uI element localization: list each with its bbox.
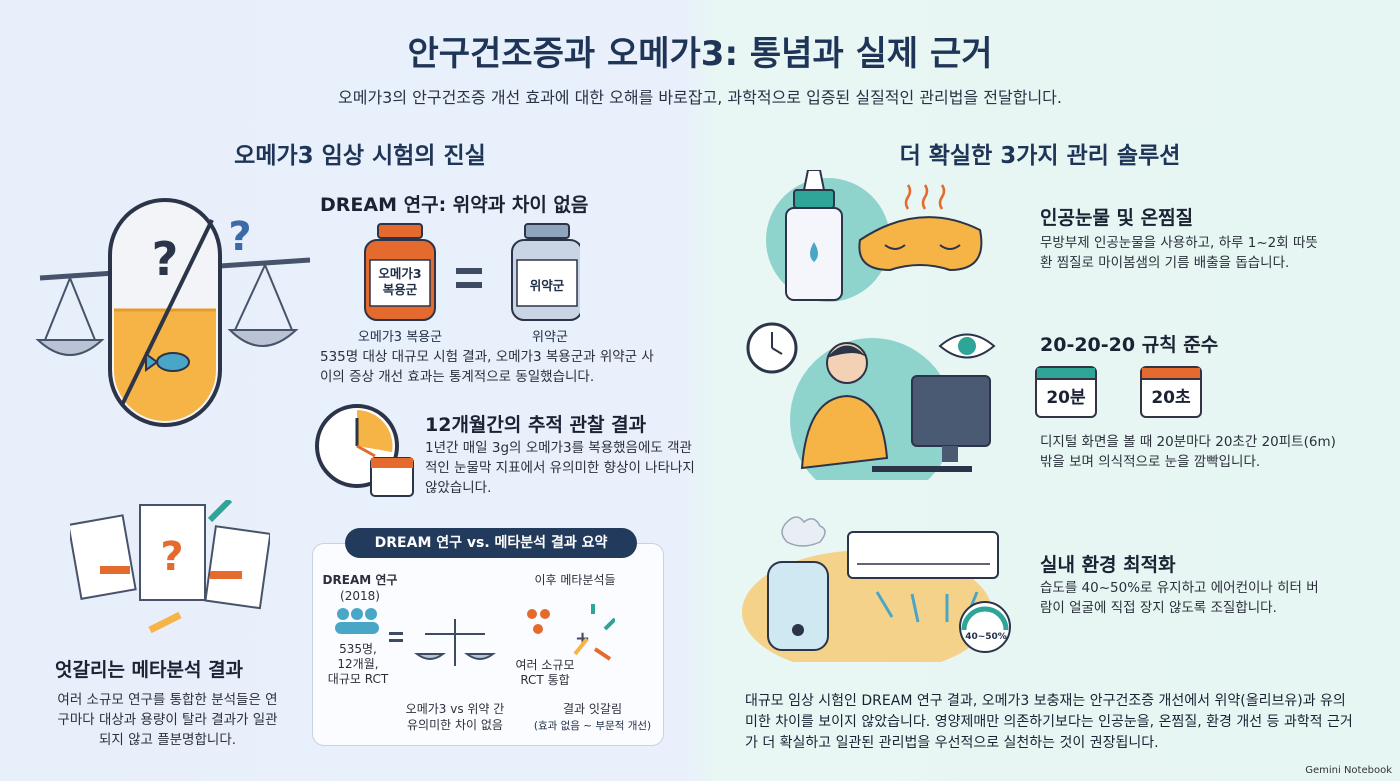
calendar-icon	[370, 457, 414, 497]
sol2-body: 디지털 화면을 볼 때 20분마다 20초간 20피트(6m) 밖을 보며 의식…	[1040, 434, 1336, 470]
humidifier-icon	[767, 516, 829, 651]
right-section-title: 더 확실한 3가지 관리 솔루션	[899, 143, 1181, 169]
summary-pill: DREAM 연구 vs. 메타분석 결과 요약	[345, 528, 637, 558]
summary-dream-year: (2018)	[340, 589, 380, 603]
capsule-scale-illustration: ? ?	[35, 198, 311, 427]
summary-meta-result: 결과 잇갈림	[562, 702, 622, 716]
person-icon	[800, 342, 889, 470]
svg-text:?: ?	[152, 232, 179, 286]
conclusion-text: 대규모 임상 시험인 DREAM 연구 결과, 오메가3 보충재는 안구건조증 …	[745, 693, 1353, 751]
eye-icon	[938, 333, 996, 359]
summary-dream-label: DREAM 연구	[322, 573, 398, 587]
sol2-heading: 20-20-20 규칙 준수	[1040, 334, 1219, 356]
sol1-heading: 인공눈물 및 온찜질	[1040, 207, 1194, 229]
humidity-gauge-label: 40~50%	[965, 632, 1007, 642]
people-group-icon	[527, 609, 550, 634]
twenty-seconds-card: 20초	[1140, 366, 1202, 418]
summary-meta-result-sub: (효과 없음 ~ 부문적 개선)	[533, 720, 652, 732]
page-subtitle: 오메가3의 안구건조증 개선 효과에 대한 오해를 바로잡고, 과학적으로 입증…	[338, 88, 1062, 107]
calendar-icon	[1037, 368, 1095, 380]
sleep-mask-icon	[858, 184, 983, 272]
summary-meta-people: 여러 소규모 RCT 통합	[515, 658, 575, 687]
dream-heading: DREAM 연구: 위약과 차이 없음	[320, 194, 589, 216]
papers-illustration: ?	[70, 500, 270, 634]
placebo-caption: 위약군	[532, 330, 568, 345]
followup-heading: 12개월간의 추적 관찰 결과	[425, 414, 647, 436]
wall-clock-icon	[746, 322, 798, 374]
omega-bottle-icon	[364, 223, 436, 321]
sol3-heading: 실내 환경 최적화	[1040, 554, 1176, 576]
followup-body: 1년간 매일 3g의 오메가3를 복용했음에도 객관적인 눈물막 지표에서 유의…	[425, 440, 695, 496]
summary-dream-people: 535명, 12개월, 대규모 RCT	[327, 642, 389, 686]
placebo-bottle-icon	[511, 223, 580, 321]
sol3-body: 습도를 40~50%로 유지하고 에어컨이나 히터 버람이 얼굴에 직접 장지 …	[1040, 580, 1319, 616]
header: 안구건조증과 오메가3: 통념과 실제 근거 오메가3의 안구건조증 개선 효과…	[0, 0, 1400, 110]
summary-meta-label: 이후 메타분석들	[534, 573, 616, 587]
svg-text:+: +	[575, 628, 590, 649]
eye-drop-bottle-icon	[785, 170, 843, 301]
twenty-minutes-card: 20분	[1035, 366, 1097, 418]
people-icon	[335, 608, 379, 634]
page-title: 안구건조증과 오메가3: 통념과 실제 근거	[407, 34, 993, 74]
eyedrop-mask-illustration	[766, 170, 983, 302]
humidity-gauge-icon	[959, 601, 1011, 653]
summary-dream-result: 오메가3 vs 위약 간 유의미한 차이 없음	[405, 702, 505, 732]
bottles-illustration	[364, 223, 580, 321]
monitor-icon	[872, 375, 991, 472]
clock-calendar-illustration	[315, 404, 414, 497]
left-section-title: 오메가3 임상 시험의 진실	[234, 143, 486, 169]
placebo-bottle-label: 위약군	[529, 278, 565, 293]
brand-label: Gemini Notebook	[1305, 765, 1392, 776]
computer-user-illustration	[746, 322, 996, 480]
meta-heading: 엇갈리는 메타분석 결과	[55, 659, 244, 681]
question-mark-icon: ?	[228, 214, 251, 260]
balance-icon	[414, 619, 496, 666]
sol1-body: 무방부제 인공눈물을 사용하고, 하루 1~2회 따뜻환 찜질로 마이봄샘의 기…	[1040, 235, 1318, 271]
twenty-minutes-label: 20분	[1046, 388, 1086, 408]
omega-caption: 오메가3 복용군	[357, 330, 443, 345]
summary-box	[312, 543, 664, 746]
meta-body: 여러 소규모 연구를 통합한 분석들은 연구마다 대상과 용량이 탈라 결과가 …	[57, 692, 278, 748]
humidifier-ac-illustration	[742, 516, 1011, 662]
twenty-seconds-label: 20초	[1151, 388, 1191, 408]
omega-bottle-label: 오메가3 복용군	[378, 266, 422, 297]
capsule-icon: ?	[108, 198, 222, 427]
scattered-arrows-icon	[573, 604, 615, 661]
equals-icon	[456, 268, 482, 288]
summary-illustration: +	[335, 604, 615, 666]
question-mark-icon: ?	[160, 534, 183, 580]
dream-body: 535명 대상 대규모 시험 결과, 오메가3 복용군과 위약군 사이의 증상 …	[320, 349, 654, 385]
calendar-icon	[1142, 368, 1200, 380]
